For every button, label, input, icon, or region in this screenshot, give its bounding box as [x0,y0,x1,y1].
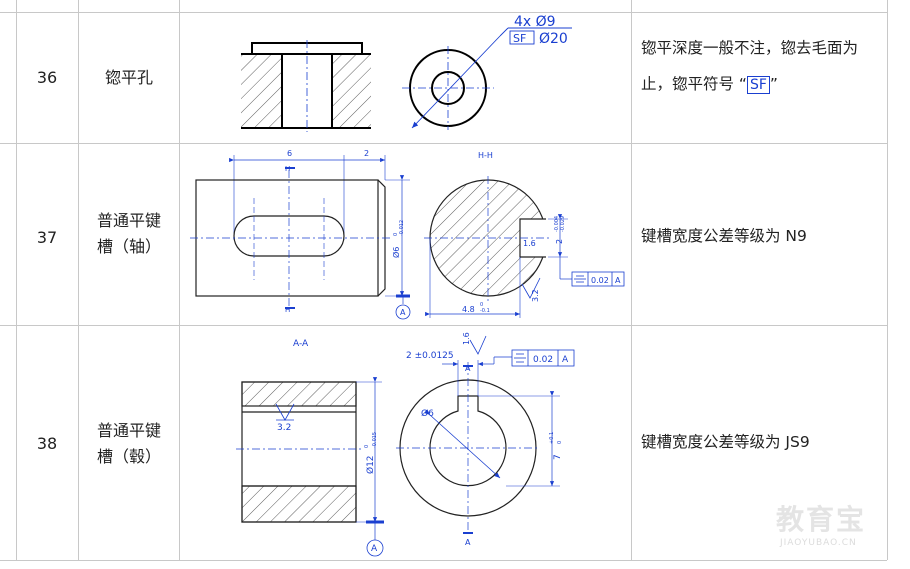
hub-depth-tol-lower: 0 [557,441,563,444]
spotface-section-view [241,40,371,132]
hub-keyway-end-view: Ø6 A A 2 ±0.0125 1.6 0.02 A 7 +0.1 0 [396,332,575,547]
row-name: 普通平键槽（轴） [96,211,161,256]
col-border-3 [631,0,632,560]
col-border-2 [179,0,180,560]
row-description: 键槽宽度公差等级为 N9 [641,227,807,245]
col-border-left [16,0,17,560]
key-width-label: 2 [555,239,564,244]
datum-a-label: A [371,544,378,554]
desc-text-2: ” [769,75,778,93]
sf-symbol-box [509,30,535,45]
dim-6-label: 6 [287,149,292,158]
row-description: 锪平深度一般不注，锪去毛面为止，锪平符号 “SF” [641,30,886,102]
section-marker-bottom: A [465,538,471,547]
col-border-right [887,0,888,560]
row-number: 36 [36,68,58,87]
row-number: 37 [36,228,58,247]
geometric-tolerance-frame [571,271,625,287]
section-title: A-A [293,339,309,349]
shaft-diameter-label: Ø6 [391,247,401,258]
sf-symbol-inline: SF [746,76,770,94]
hub-keyway-section-view: A-A 3.2 Ø12 0 -0.015 A [236,339,384,557]
depth-label: 4.8 [462,305,475,314]
spotface-diameter-label: Ø20 [539,31,568,47]
geometric-tolerance-frame [511,349,575,367]
row-description: 键槽宽度公差等级为 JS9 [641,433,810,451]
shaft-keyway-front-view: 6 2 H H Ø6 0 -0.012 A [190,149,411,320]
hub-diameter-label: Ø12 [365,455,376,474]
bore-diameter-label: Ø6 [421,408,434,419]
watermark-url: JIAOYUBAO.CN [780,538,857,548]
row-number: 38 [36,434,58,453]
key-width-label: 2 ±0.0125 [406,351,454,361]
row-name: 普通平键槽（毂） [96,421,161,466]
row-name: 锪平孔 [104,68,153,87]
tolerance-datum: A [562,355,569,365]
datum-a-label: A [400,308,406,317]
section-marker-top: H [285,165,290,173]
symmetry-tolerance-value: 0.02 [533,355,553,365]
row-border-37-38 [0,325,887,326]
depth-tol-upper: 0 [480,302,483,308]
roughness-1-6: 1.6 [462,332,471,345]
shaft-tol-upper: 0 [393,233,399,236]
row-border-bottom [0,560,887,561]
roughness-3-2: 3.2 [277,423,291,433]
tolerance-datum: A [615,276,621,285]
symmetry-tolerance-value: 0.02 [591,276,609,285]
spotface-top-view: 4x Ø9 SF Ø20 [402,14,572,130]
hub-depth-tol-upper: +0.1 [549,432,555,444]
roughness-3-2: 3.2 [531,289,540,302]
col-border-1 [78,0,79,560]
hub-tol-lower: -0.015 [372,432,378,448]
hub-tol-upper: 0 [364,445,370,448]
roughness-1-6: 1.6 [523,239,536,248]
shaft-tol-lower: -0.012 [399,220,405,236]
hub-depth-label: 7 [553,454,563,460]
desc-text-1: 锪平深度一般不注，锪去毛面为止，锪平符号 “ [641,39,859,93]
watermark-logo: 教育宝 [776,503,867,536]
depth-tol-lower: -0.1 [480,308,490,314]
dim-2-label: 2 [364,149,369,158]
count-diameter-label: 4x Ø9 [514,14,556,30]
section-marker-bottom: H [285,306,290,314]
key-tol-lower: -0.029 [560,216,566,232]
key-tol-upper: -0.004 [554,216,560,232]
sf-symbol-label: SF [513,32,526,45]
section-title: H-H [478,151,493,160]
row-border-36-37 [0,143,887,144]
section-marker-top: A [465,364,471,373]
shaft-keyway-section-view: H-H 1.6 2 -0.004 -0.029 0.02 A 3.2 4.8 0… [424,151,625,318]
row-border-top [0,12,887,13]
